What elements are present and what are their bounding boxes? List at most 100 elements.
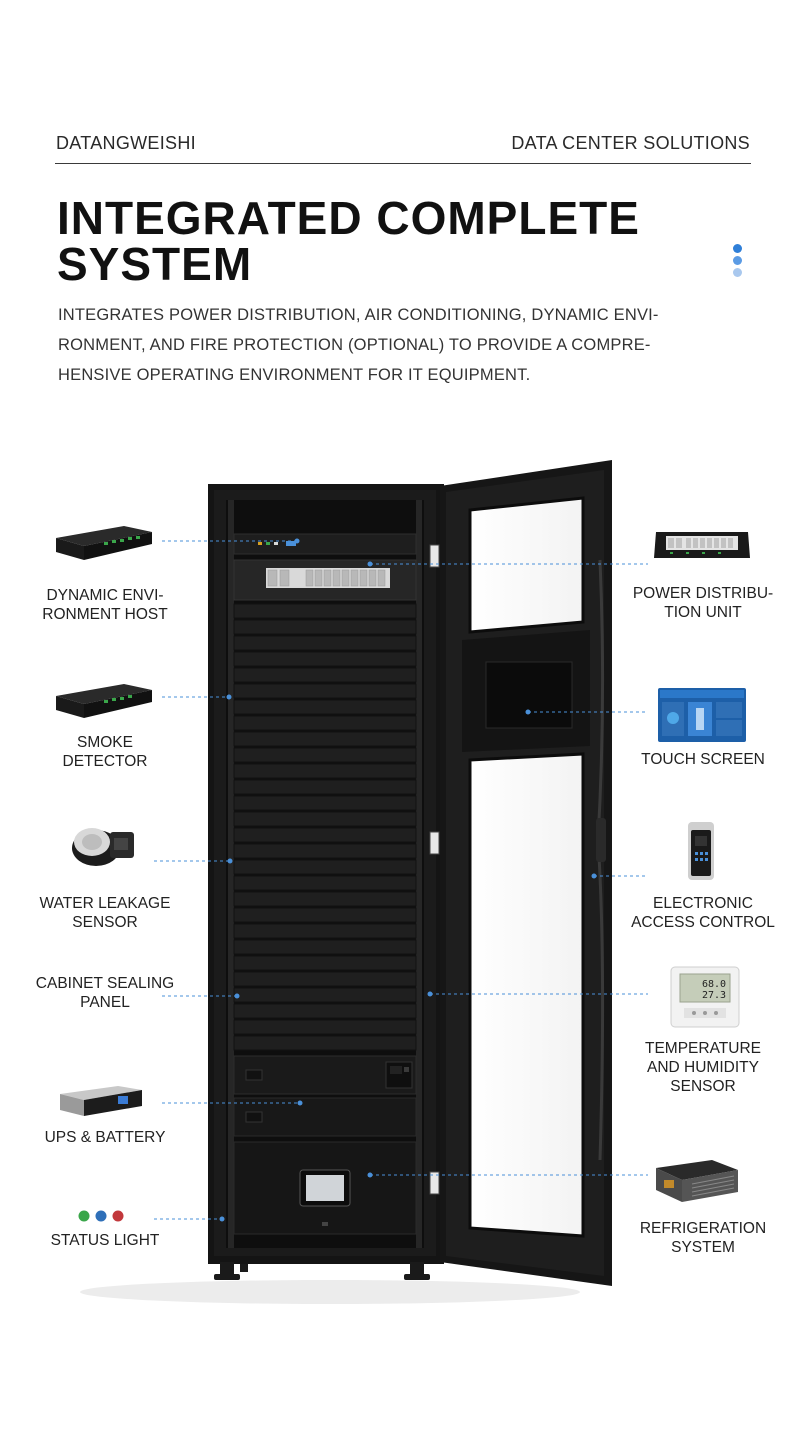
rack-rail <box>416 500 422 1248</box>
label-line: CABINET SEALING <box>35 975 175 992</box>
sealing-panel-slat <box>233 971 417 987</box>
touch-screen-icon <box>658 688 746 742</box>
label-line: SMOKE <box>77 734 133 751</box>
pagination-dot <box>733 268 742 277</box>
sealing-panels <box>233 603 417 1051</box>
water-sensor-icon <box>72 828 134 866</box>
label-line: WATER LEAKAGE <box>39 895 171 912</box>
description-line-2: RONMENT, AND FIRE PROTECTION (OPTIONAL) … <box>58 336 651 354</box>
callout-lines <box>154 540 648 1220</box>
label-line: PANEL <box>80 994 130 1011</box>
sealing-panel-slat <box>233 651 417 667</box>
sealing-panel-slat <box>233 619 417 635</box>
description-line-3: HENSIVE OPERATING ENVIRONMENT FOR IT EQU… <box>58 366 531 384</box>
label-line: ACCESS CONTROL <box>631 914 775 931</box>
section-name: DATA CENTER SOLUTIONS <box>511 133 750 153</box>
sealing-panel-slat <box>233 939 417 955</box>
pdu-icon <box>654 532 750 558</box>
rack-unit-icon <box>56 684 152 718</box>
brand-name: DATANGWEISHI <box>56 133 196 153</box>
label-line: SYSTEM <box>671 1239 735 1256</box>
header-divider <box>55 163 751 164</box>
label-line: SENSOR <box>72 914 138 931</box>
label-dynamic-environment-host: DYNAMIC ENVI- RONMENT HOST <box>40 586 170 624</box>
sealing-panel-slat <box>233 1035 417 1051</box>
touch-screen-box <box>485 661 573 729</box>
callout-points <box>219 538 597 1222</box>
page-description: INTEGRATES POWER DISTRIBUTION, AIR CONDI… <box>58 300 698 390</box>
label-water-leakage-sensor: WATER LEAKAGE SENSOR <box>35 894 175 932</box>
status-dots-icon <box>78 1210 124 1222</box>
rack-rail <box>228 500 234 1248</box>
sealing-panel-slat <box>233 715 417 731</box>
label-line: POWER DISTRIBU- <box>632 585 774 602</box>
sealing-panel-slat <box>233 843 417 859</box>
sealing-panel-slat <box>233 811 417 827</box>
ups-unit <box>233 1055 417 1137</box>
label-electronic-access-control: ELECTRONIC ACCESS CONTROL <box>626 894 780 932</box>
label-ups-battery: UPS & BATTERY <box>35 1128 175 1147</box>
sealing-panel-slat <box>233 955 417 971</box>
sealing-panel-slat <box>233 907 417 923</box>
access-control-icon <box>688 822 714 880</box>
label-line: AND HUMIDITY <box>647 1059 759 1076</box>
sealing-panel-slat <box>233 923 417 939</box>
pagination-dot <box>733 256 742 265</box>
description-line-1: INTEGRATES POWER DISTRIBUTION, AIR CONDI… <box>58 306 659 324</box>
sealing-panel-slat <box>233 603 417 619</box>
sealing-panel-slat <box>233 891 417 907</box>
pagination-dot <box>733 244 742 253</box>
ups-icon <box>60 1086 142 1116</box>
temperature-readout: 68.0 <box>702 979 726 990</box>
floor-shadow <box>80 1280 580 1304</box>
pdu-unit <box>233 559 417 601</box>
sealing-panel-slat <box>233 795 417 811</box>
pagination-dots <box>733 244 742 280</box>
sealing-panel-slat <box>233 731 417 747</box>
cabinet-feet <box>214 1262 430 1280</box>
sealing-panel-slat <box>233 763 417 779</box>
label-line: RONMENT HOST <box>42 606 168 623</box>
sealing-panel-slat <box>233 747 417 763</box>
environment-host-unit <box>233 533 417 555</box>
label-line: UPS & BATTERY <box>44 1129 166 1146</box>
label-line: DETECTOR <box>62 753 148 770</box>
sealing-panel-slat <box>233 683 417 699</box>
label-line: TOUCH SCREEN <box>641 751 765 768</box>
label-line: TEMPERATURE <box>645 1040 761 1057</box>
cabinet-door <box>429 460 612 1286</box>
label-line: SENSOR <box>670 1078 736 1095</box>
door-handle <box>596 818 606 862</box>
thermo-hygrometer-icon: 68.0 27.3 <box>670 966 740 1028</box>
label-line: TION UNIT <box>664 604 742 621</box>
sealing-panel-slat <box>233 827 417 843</box>
label-status-light: STATUS LIGHT <box>35 1231 175 1250</box>
rack-unit-icon <box>56 526 152 560</box>
label-smoke-detector: SMOKE DETECTOR <box>40 733 170 771</box>
page-title: INTEGRATED COMPLETE SYSTEM <box>57 195 640 287</box>
refrigeration-unit <box>233 1141 417 1235</box>
refrigeration-icon <box>656 1160 738 1202</box>
page-title-line-2: SYSTEM <box>57 238 253 290</box>
label-power-distribution-unit: POWER DISTRIBU- TION UNIT <box>628 584 778 622</box>
label-line: REFRIGERATION <box>639 1220 767 1237</box>
label-touch-screen: TOUCH SCREEN <box>628 750 778 769</box>
sealing-panel-slat <box>233 859 417 875</box>
page-title-line-1: INTEGRATED COMPLETE <box>57 192 640 244</box>
sealing-panel-slat <box>233 667 417 683</box>
sealing-panel-slat <box>233 699 417 715</box>
label-refrigeration-system: REFRIGERATION SYSTEM <box>628 1219 778 1257</box>
label-line: ELECTRONIC <box>653 895 753 912</box>
sealing-panel-slat <box>233 1003 417 1019</box>
sealing-panel-slat <box>233 987 417 1003</box>
sealing-panel-slat <box>233 779 417 795</box>
sealing-panel-slat <box>233 1019 417 1035</box>
label-temperature-humidity-sensor: TEMPERATURE AND HUMIDITY SENSOR <box>628 1039 778 1096</box>
label-line: DYNAMIC ENVI- <box>46 587 164 604</box>
sealing-panel-slat <box>233 875 417 891</box>
sealing-panel-slat <box>233 635 417 651</box>
humidity-readout: 27.3 <box>702 990 726 1001</box>
label-cabinet-sealing-panel: CABINET SEALING PANEL <box>30 974 180 1012</box>
label-line: STATUS LIGHT <box>50 1232 160 1249</box>
